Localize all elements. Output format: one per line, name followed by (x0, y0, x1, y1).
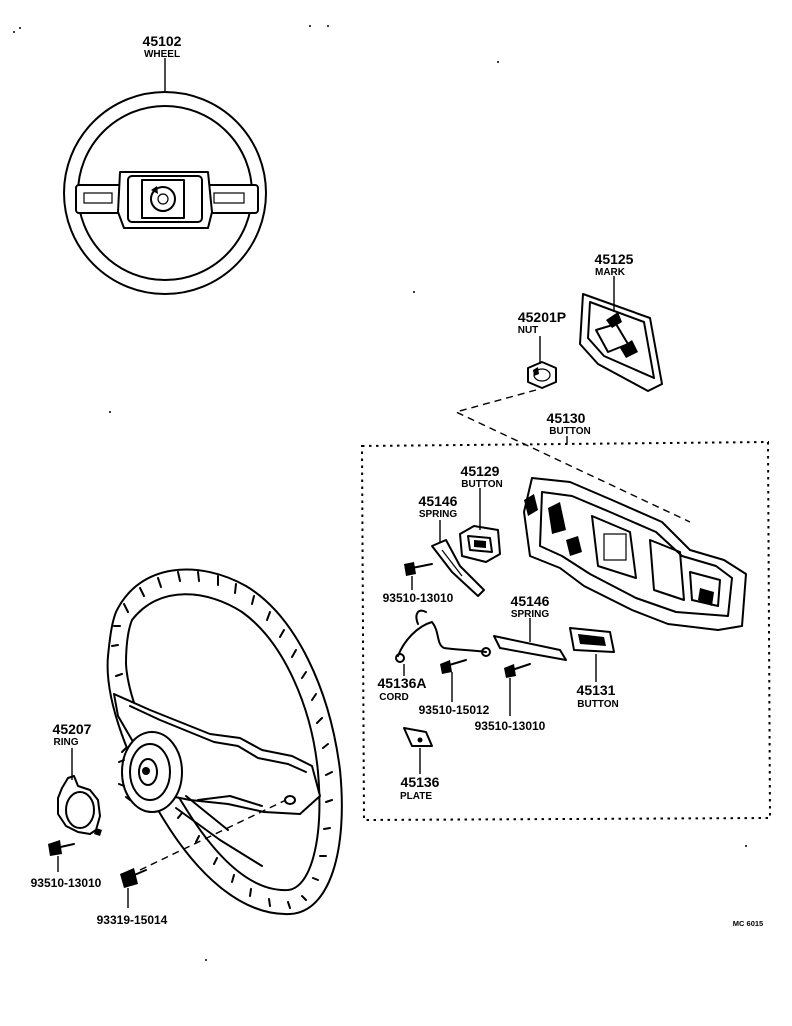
contact-plate (403, 727, 433, 747)
part-name-button-45129: BUTTON (461, 479, 502, 490)
ring-part (57, 775, 102, 836)
horn-cord (395, 609, 491, 663)
screw-lower (504, 663, 531, 678)
spring-contact-lower (493, 635, 567, 661)
part-name-nut: NUT (518, 325, 539, 336)
part-number-93510-15012: 93510-15012 (419, 703, 490, 717)
part-name-spring-lower: SPRING (511, 609, 550, 620)
part-number-45207: 45207 (53, 721, 92, 737)
spring-contact-upper (431, 539, 485, 597)
part-number-93510-13010-lower: 93510-13010 (475, 719, 546, 733)
part-name-button-45131: BUTTON (577, 699, 618, 710)
part-name-plate: PLATE (400, 791, 432, 802)
part-number-45130: 45130 (547, 410, 586, 426)
part-number-45201p: 45201P (518, 309, 566, 325)
diagram-code: MC 6015 (733, 919, 763, 928)
part-name-spring-upper: SPRING (419, 509, 458, 520)
part-name-button-45130: BUTTON (549, 426, 590, 437)
part-number-93319-15014: 93319-15014 (97, 913, 168, 927)
part-number-45136a: 45136A (377, 675, 426, 691)
part-name-cord: CORD (379, 692, 408, 703)
mark-emblem (579, 293, 663, 392)
scan-specks (13, 25, 747, 961)
part-number-45146-lower: 45146 (511, 593, 550, 609)
bolt-wheel (120, 868, 147, 888)
part-name-wheel: WHEEL (144, 49, 180, 60)
wheel-side-view (106, 568, 343, 916)
part-number-45129: 45129 (461, 463, 500, 479)
part-name-ring: RING (54, 737, 79, 748)
part-number-45136: 45136 (401, 774, 440, 790)
wheel-top-view (63, 91, 267, 295)
button-small (569, 627, 615, 653)
screw-ring (48, 840, 75, 856)
screw-upper (404, 562, 433, 576)
part-number-45125: 45125 (595, 251, 634, 267)
nut-part (527, 361, 557, 389)
part-name-mark: MARK (595, 267, 626, 278)
part-number-93510-13010-upper: 93510-13010 (383, 591, 454, 605)
part-number-45146-upper: 45146 (419, 493, 458, 509)
horn-pad-body (523, 477, 747, 631)
screw-middle (440, 659, 467, 674)
part-number-93510-13010-ring: 93510-13010 (31, 876, 102, 890)
part-number-45131: 45131 (577, 682, 616, 698)
part-number-45102: 45102 (143, 33, 182, 49)
button-insert (459, 525, 501, 563)
